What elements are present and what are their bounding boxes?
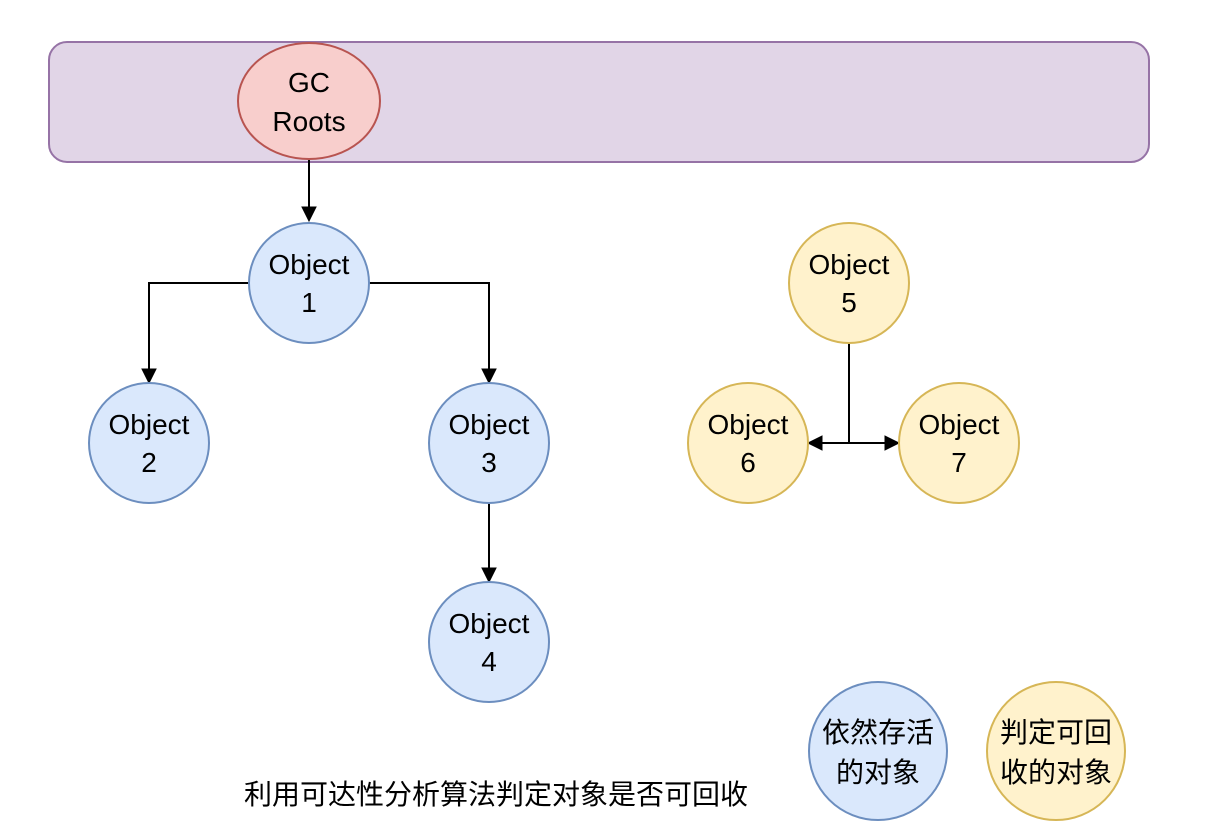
arrowhead-object4 (481, 567, 497, 584)
object-4-node: Object 4 (428, 581, 550, 703)
object-6-label-line1: Object (708, 409, 789, 440)
gc-roots-label-line2: Roots (272, 106, 345, 137)
legend-alive-label-line2: 的对象 (836, 756, 920, 789)
edge-object1-to-object3 (369, 282, 490, 369)
object-3-node: Object 3 (428, 382, 550, 504)
object-6-label-line2: 6 (740, 447, 756, 478)
object-5-node: Object 5 (788, 222, 910, 344)
object-2-label-line1: Object (109, 409, 190, 440)
object-7-label-line1: Object (919, 409, 1000, 440)
object-7-label-line2: 7 (951, 447, 967, 478)
arrowhead-object1 (301, 206, 317, 223)
legend-collectable-label-line2: 收的对象 (1000, 756, 1112, 789)
legend-alive-label-line1: 依然存活 (822, 716, 934, 749)
object-4-label-line1: Object (449, 608, 530, 639)
diagram-caption: 利用可达性分析算法判定对象是否可回收 (244, 778, 748, 811)
object-5-label-line1: Object (809, 249, 890, 280)
object-3-label-line1: Object (449, 409, 530, 440)
object-2-node: Object 2 (88, 382, 210, 504)
object-1-node: Object 1 (248, 222, 370, 344)
gc-roots-band (48, 41, 1150, 163)
legend-collectable-label-line1: 判定可回 (1000, 716, 1112, 749)
arrowhead-object6 (806, 435, 823, 451)
gc-roots-label-line1: GC (288, 67, 330, 98)
legend-alive: 依然存活 的对象 (808, 681, 948, 821)
object-5-label-line2: 5 (841, 287, 857, 318)
object-1-label-line1: Object (269, 249, 350, 280)
object-4-label-line2: 4 (481, 646, 497, 677)
arrowhead-object7 (884, 435, 901, 451)
object-7-node: Object 7 (898, 382, 1020, 504)
arrowhead-object2 (141, 368, 157, 385)
object-2-label-line2: 2 (141, 447, 157, 478)
edge-object1-to-object2 (148, 282, 249, 369)
arrowhead-object3 (481, 368, 497, 385)
gc-roots-node: GC Roots (237, 42, 381, 160)
edges (141, 160, 901, 584)
object-1-label-line2: 1 (301, 287, 317, 318)
legend-collectable: 判定可回 收的对象 (986, 681, 1126, 821)
object-6-node: Object 6 (687, 382, 809, 504)
object-3-label-line2: 3 (481, 447, 497, 478)
